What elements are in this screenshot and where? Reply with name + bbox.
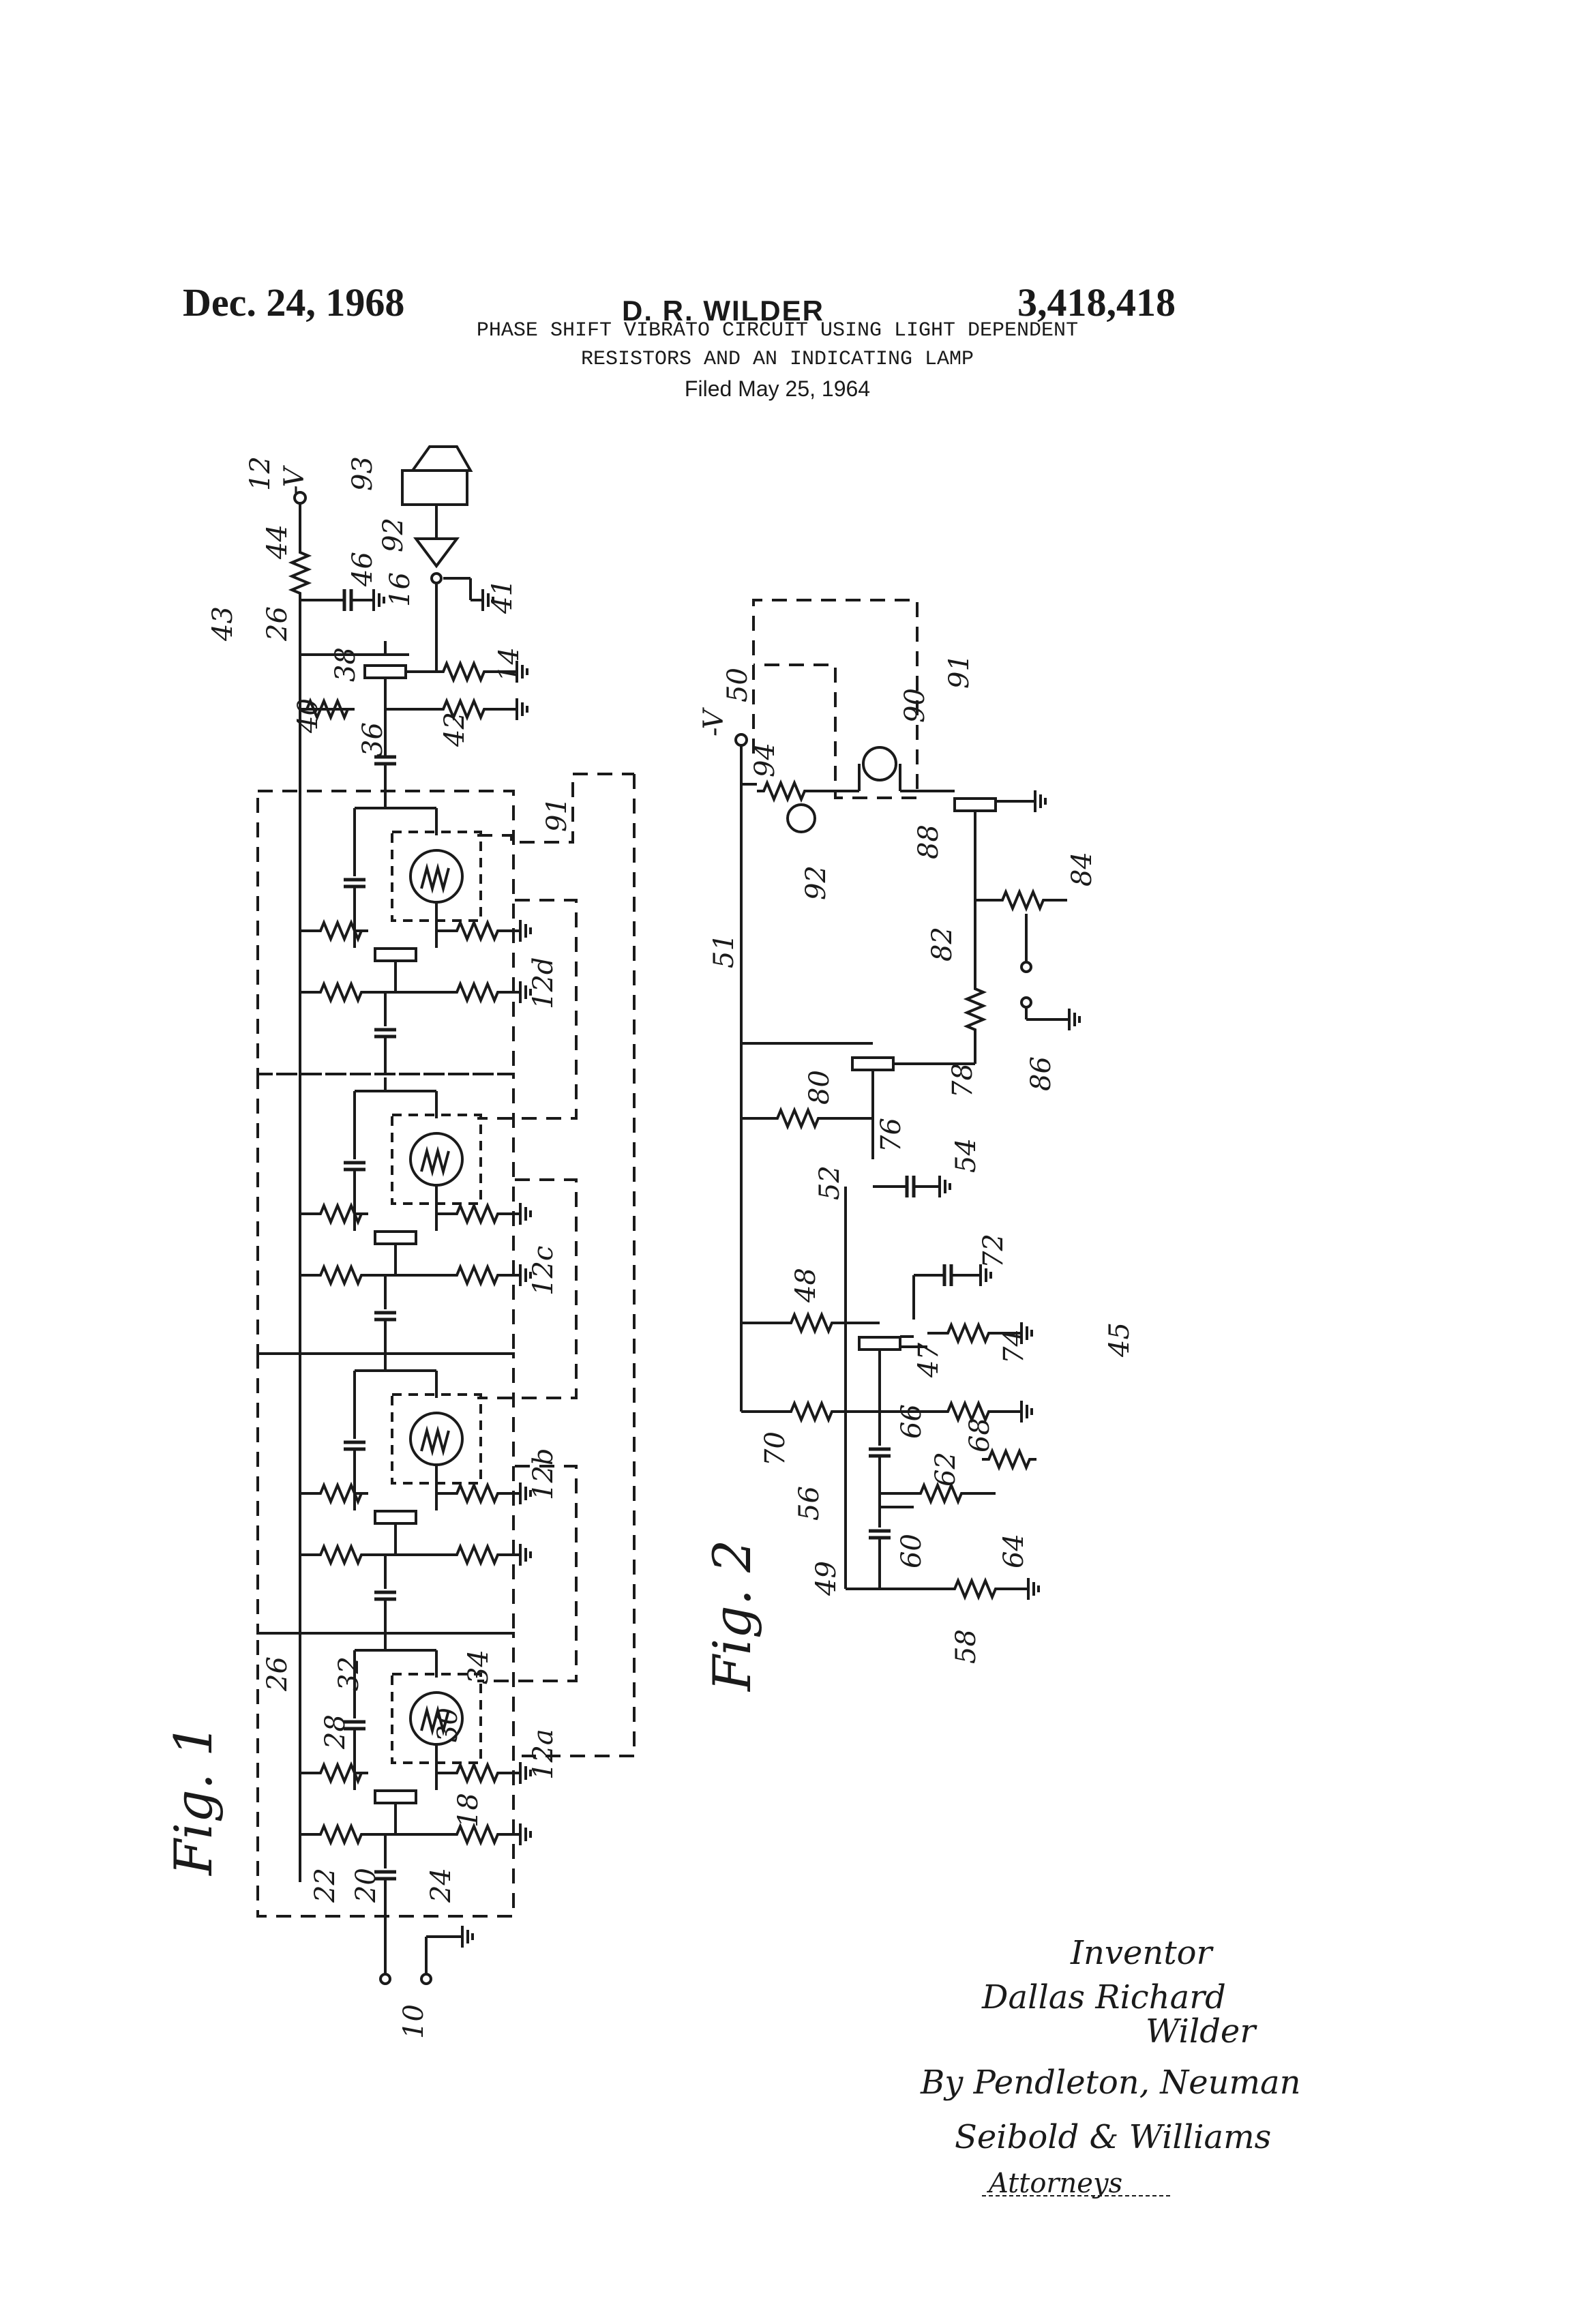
fig1-input (380, 1916, 473, 1984)
ref-58: 58 (951, 1629, 982, 1664)
ref-68: 68 (964, 1418, 996, 1452)
ref-60: 60 (896, 1534, 927, 1568)
ref-44: 44 (262, 524, 293, 560)
signature-attorney-1: By Pendleton, Neuman (920, 2064, 1301, 2102)
ref-43: 43 (207, 606, 239, 642)
ref-16: 16 (385, 572, 416, 607)
ref-34: 34 (463, 1650, 494, 1684)
ref-93: 93 (347, 456, 378, 491)
ref-74: 74 (998, 1329, 1030, 1364)
ref-12b: 12b (528, 1448, 559, 1500)
ref-72: 72 (978, 1234, 1009, 1268)
ref-12c: 12c (528, 1246, 559, 1296)
ref-14: 14 (494, 647, 525, 682)
fig1-label: Fig. 1 (163, 1724, 224, 1877)
ref-54: 54 (951, 1138, 982, 1173)
ref-80: 80 (804, 1070, 835, 1105)
signature-inventor: Inventor (1070, 1934, 1214, 1972)
ref-47: 47 (913, 1343, 944, 1378)
ref-62: 62 (930, 1452, 961, 1487)
ref-78: 78 (947, 1063, 979, 1098)
signature-attorneys: Attorneys (986, 2168, 1122, 2199)
fig1-labels: 12 -V 44 46 43 26 16 92 93 41 38 40 36 4… (163, 456, 573, 2039)
ref-12a: 12a (528, 1729, 559, 1780)
ref-84: 84 (1066, 852, 1098, 887)
ref-49: 49 (811, 1561, 842, 1596)
ref-18: 18 (453, 1793, 484, 1828)
ref2-92: 92 (801, 865, 832, 900)
ref-90: 90 (899, 688, 931, 723)
ref-92: 92 (378, 518, 409, 552)
ref-40: 40 (293, 698, 324, 734)
signature-name-1: Dallas Richard (981, 1978, 1226, 2016)
ref-94: 94 (749, 743, 781, 777)
signature-attorney-2: Seibold & Williams (955, 2118, 1271, 2156)
ref-51: 51 (708, 934, 740, 968)
ref-24: 24 (426, 1868, 457, 1903)
ref-36: 36 (357, 722, 389, 757)
ref-30: 30 (432, 1708, 464, 1742)
ref-42: 42 (439, 712, 471, 747)
ref-86: 86 (1026, 1056, 1057, 1091)
ref-91: 91 (541, 797, 573, 832)
ref2-v: -V (698, 706, 730, 736)
ref-52: 52 (814, 1165, 846, 1200)
ref-48: 48 (790, 1268, 822, 1303)
ref-12: 12 (245, 456, 276, 491)
ref-82: 82 (927, 927, 958, 962)
ref-66: 66 (896, 1404, 927, 1439)
ref-28: 28 (320, 1714, 351, 1750)
ref-45: 45 (1104, 1322, 1135, 1358)
ref-56: 56 (794, 1486, 825, 1521)
ref-26-bottom: 26 (262, 1656, 293, 1692)
fig2-label: Fig. 2 (702, 1540, 762, 1693)
signature-name-2: Wilder (1146, 2012, 1257, 2051)
ref-v: -V (279, 464, 310, 494)
signature-block: Inventor Dallas Richard Wilder By Pendle… (920, 1934, 1301, 2199)
ref-76: 76 (876, 1118, 907, 1152)
ref-12d: 12d (528, 957, 559, 1009)
ref-10: 10 (398, 2004, 430, 2039)
ref-50: 50 (722, 668, 753, 702)
ref-32: 32 (333, 1656, 365, 1691)
ref-64: 64 (998, 1534, 1030, 1568)
ref-26-top: 26 (262, 606, 293, 642)
ref-46: 46 (347, 552, 378, 587)
ref-88: 88 (913, 824, 944, 859)
ref-38: 38 (330, 647, 361, 682)
ref2-91: 91 (944, 654, 975, 689)
ref-22: 22 (310, 1868, 341, 1903)
fig2-labels: -V 50 94 92 90 91 88 84 51 82 86 80 78 7… (698, 654, 1135, 1693)
ref-20: 20 (350, 1868, 382, 1903)
ref-41: 41 (487, 579, 518, 614)
ref-70: 70 (760, 1431, 791, 1466)
